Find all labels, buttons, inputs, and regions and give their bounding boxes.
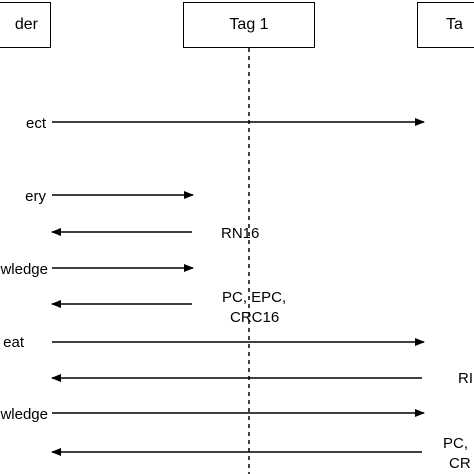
reader-box: der — [0, 2, 51, 48]
repeat-label: eat — [3, 334, 24, 351]
reader-label: der — [14, 16, 38, 33]
pc-epc-label-line1: PC, EPC, — [222, 289, 287, 306]
tag2-box: Ta — [417, 2, 474, 48]
ack1-label: wledge — [0, 261, 48, 278]
tag1-label: Tag 1 — [229, 16, 269, 33]
tag1-box: Tag 1 — [183, 2, 315, 48]
select-label: ect — [25, 115, 46, 132]
rn16-b-label: RI — [458, 370, 473, 387]
ack2-label: wledge — [0, 406, 48, 423]
tag2-label: Ta — [446, 16, 463, 33]
pc-epc-label-line2: CRC16 — [230, 309, 280, 326]
rn16-label: RN16 — [221, 225, 260, 242]
pc-b-label-line1: PC, — [443, 435, 469, 452]
pc-b-label-line2: CR — [449, 455, 471, 472]
query-label: ery — [25, 188, 46, 205]
